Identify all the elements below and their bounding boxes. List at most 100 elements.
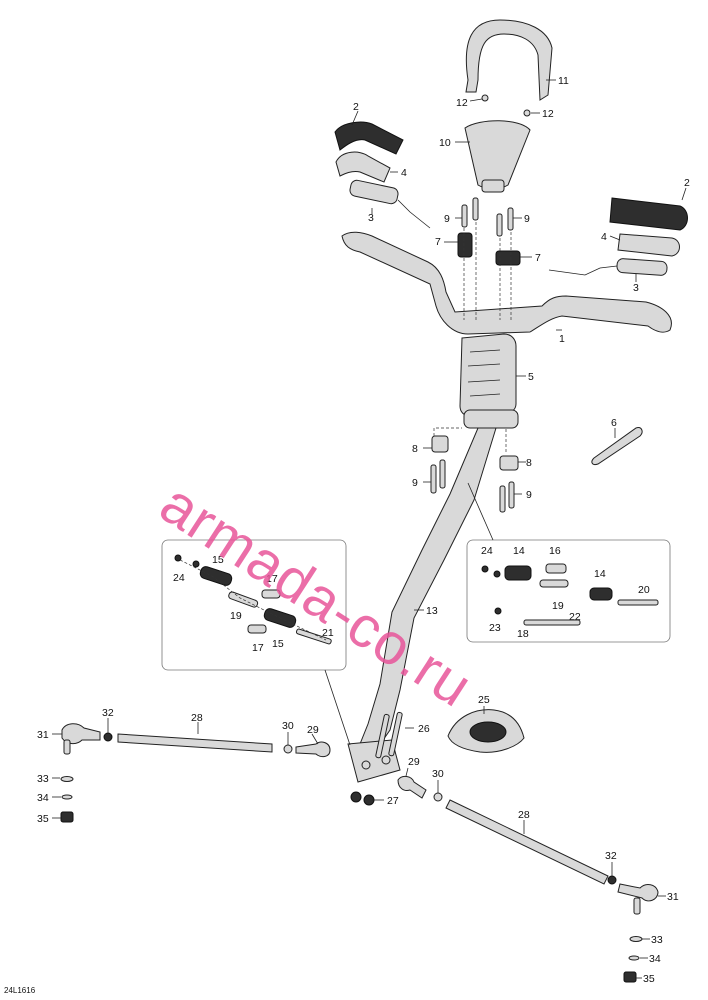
- callout-33-left: 33: [37, 773, 49, 785]
- callout-12-right: 12: [542, 108, 554, 120]
- callout-17-top: 17: [266, 573, 278, 585]
- callout-9-upper-left: 9: [444, 213, 450, 225]
- screw-12-right: [523, 109, 540, 117]
- callout-26: 26: [418, 723, 430, 735]
- throttle-3-left: [349, 179, 431, 229]
- callout-7-right: 7: [535, 252, 541, 264]
- callout-15-bottom: 15: [272, 638, 284, 650]
- callout-21: 21: [322, 627, 334, 639]
- callout-19-right: 19: [552, 600, 564, 612]
- clamp-8-left: [423, 435, 449, 453]
- screw-12-left: [469, 94, 489, 102]
- nut-30-right: [433, 780, 443, 802]
- callout-6: 6: [611, 417, 617, 429]
- callout-24-left: 24: [173, 572, 185, 584]
- callout-20: 20: [638, 584, 650, 596]
- callout-7-left: 7: [435, 236, 441, 248]
- callout-35-right: 35: [643, 973, 655, 985]
- callout-23: 23: [489, 622, 501, 634]
- callout-10: 10: [439, 137, 451, 149]
- callout-32-right: 32: [605, 850, 617, 862]
- tie-rod-end-31-right: [617, 883, 666, 915]
- callout-34-right: 34: [649, 953, 661, 965]
- callout-15-top: 15: [212, 554, 224, 566]
- nut-32-right: [607, 862, 617, 885]
- callout-3-left: 3: [368, 212, 374, 224]
- callout-29-right: 29: [408, 756, 420, 768]
- callout-31-right: 31: [667, 891, 679, 903]
- clamp-7-left: [444, 232, 473, 258]
- steering-column-13: [347, 409, 519, 783]
- tie-rod-28-left: [117, 722, 273, 753]
- riser-5: [459, 333, 526, 417]
- throttle-3-right: [548, 258, 668, 282]
- callout-19-left: 19: [230, 610, 242, 622]
- callout-4-left: 4: [401, 167, 407, 179]
- callout-31-left: 31: [37, 729, 49, 741]
- callout-14-right: 14: [594, 568, 606, 580]
- callout-32-left: 32: [102, 707, 114, 719]
- nut-35-left: [52, 811, 74, 823]
- inset-left-parts: [174, 554, 332, 645]
- rod-end-29-right: [397, 767, 427, 799]
- callout-3-right: 3: [633, 282, 639, 294]
- callout-33-right: 33: [651, 934, 663, 946]
- callout-12-left: 12: [456, 97, 468, 109]
- washer-34-right: [628, 955, 648, 961]
- tool-6: [591, 427, 643, 465]
- grip-2-right: [609, 187, 688, 231]
- callout-5: 5: [528, 371, 534, 383]
- heater-element-4-left: [335, 151, 398, 183]
- inset-right-parts: [481, 563, 659, 626]
- callout-27: 27: [387, 795, 399, 807]
- clamp-8-right: [499, 455, 526, 471]
- callout-4-right: 4: [601, 231, 607, 243]
- callout-1: 1: [559, 333, 565, 345]
- handlebar-1: [341, 231, 672, 335]
- heater-element-4-right: [609, 233, 680, 257]
- callout-8-right: 8: [526, 457, 532, 469]
- washer-33-right: [629, 936, 650, 942]
- callout-9-upper-right: 9: [524, 213, 530, 225]
- callout-29-left: 29: [307, 724, 319, 736]
- callout-30-left: 30: [282, 720, 294, 732]
- rod-end-29-left: [295, 733, 331, 758]
- nut-30-left: [283, 732, 293, 754]
- washer-33-left: [52, 776, 74, 782]
- callout-8-left: 8: [412, 443, 418, 455]
- callout-9-lower-right: 9: [526, 489, 532, 501]
- callout-14-left: 14: [513, 545, 525, 557]
- handlebar-pad-11: [465, 19, 556, 101]
- bolt-9-lower-right: [499, 481, 522, 513]
- nut-27: [350, 791, 384, 806]
- bolt-9-upper-left: [455, 197, 479, 228]
- bolt-9-lower-left: [423, 459, 446, 494]
- inset-left: [161, 539, 347, 671]
- drawing-code: 24L1616: [4, 986, 36, 995]
- inset-right: [466, 539, 671, 643]
- cover-plate-25: [447, 706, 525, 753]
- handlebar-cover-10: [455, 120, 531, 193]
- callout-17-bottom: 17: [252, 642, 264, 654]
- callout-24-right: 24: [481, 545, 493, 557]
- grip-2-left: [334, 110, 404, 155]
- callout-30-right: 30: [432, 768, 444, 780]
- callout-28-right: 28: [518, 809, 530, 821]
- tie-rod-28-right: [445, 799, 609, 885]
- bolt-9-upper-right: [496, 207, 522, 237]
- callout-2-right: 2: [684, 177, 690, 189]
- washer-34-left: [52, 794, 73, 800]
- callout-16: 16: [549, 545, 561, 557]
- nut-35-right: [623, 971, 642, 983]
- clamp-7-right: [495, 250, 532, 266]
- callout-13: 13: [426, 605, 438, 617]
- callout-9-lower-left: 9: [412, 477, 418, 489]
- callout-2-left: 2: [353, 101, 359, 113]
- callout-22: 22: [569, 611, 581, 623]
- nut-32-left: [103, 718, 113, 742]
- callout-28-left: 28: [191, 712, 203, 724]
- callout-11: 11: [558, 75, 569, 87]
- callout-35-left: 35: [37, 813, 49, 825]
- callout-25: 25: [478, 694, 490, 706]
